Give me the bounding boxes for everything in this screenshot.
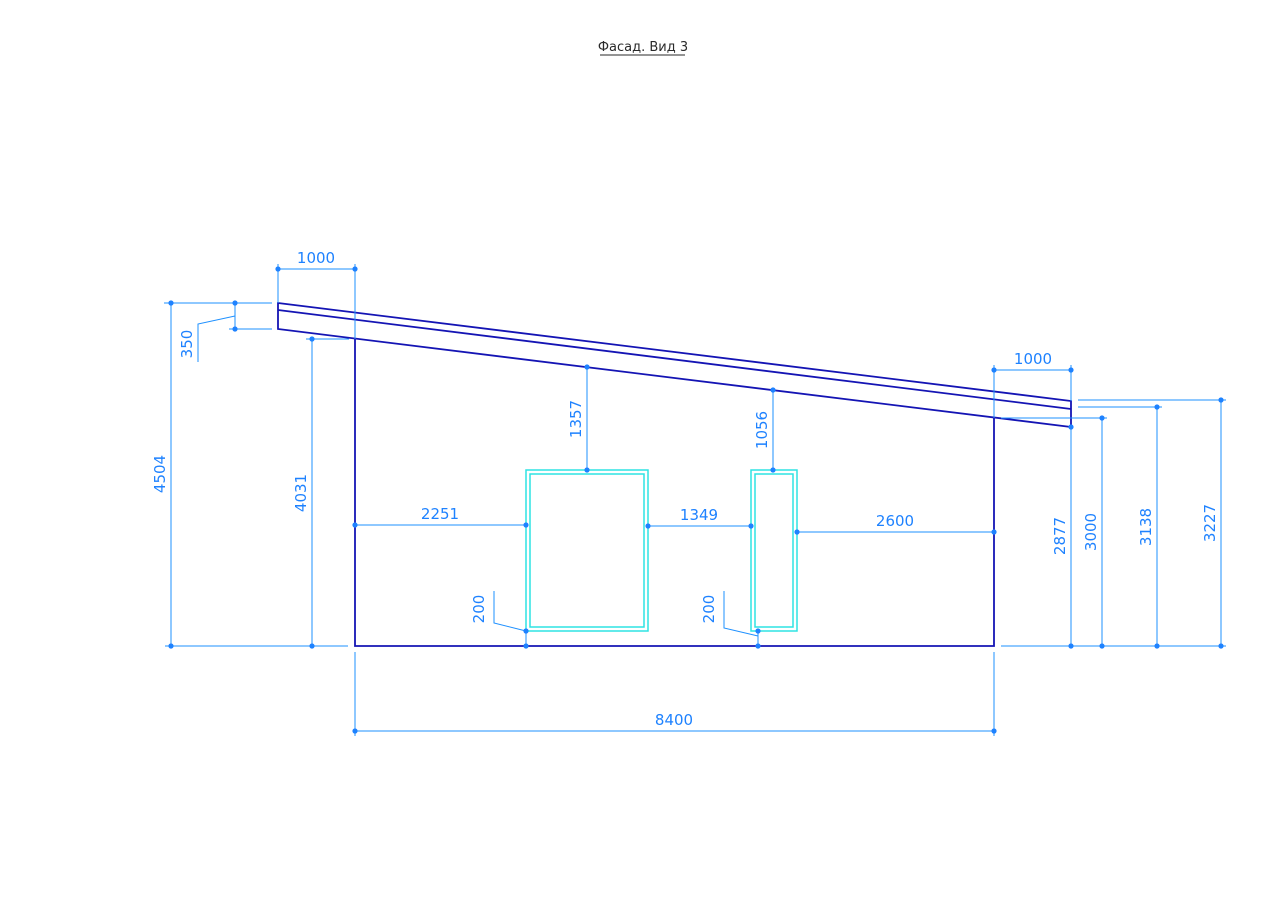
dim-window-2-to-wall-label: 2600 bbox=[876, 512, 914, 530]
dim-overhang-right-label: 1000 bbox=[1014, 350, 1052, 368]
dim-3000-label: 3000 bbox=[1082, 513, 1100, 551]
facade-wall bbox=[354, 339, 995, 647]
dim-dot bbox=[748, 523, 754, 529]
dim-sill-window-1-label: 200 bbox=[470, 595, 488, 624]
building-outline bbox=[277, 301, 1072, 647]
dim-between-windows-label: 1349 bbox=[680, 506, 718, 524]
dim-dot bbox=[232, 326, 238, 332]
dim-sill-window-1-leader-2 bbox=[493, 591, 527, 632]
dim-dot bbox=[584, 364, 590, 370]
dim-dot bbox=[1154, 404, 1160, 410]
dimension-labels: 1000 1000 8400 2251 1349 2600 4504 350 4… bbox=[151, 249, 1219, 729]
dim-dot bbox=[1218, 397, 1224, 403]
dim-above-window-1-label: 1357 bbox=[567, 400, 585, 438]
dim-wall-to-window-1-label: 2251 bbox=[421, 505, 459, 523]
window-1 bbox=[525, 469, 649, 632]
dim-wall-height-left-label: 4031 bbox=[292, 474, 310, 512]
dim-overhang-left-label: 1000 bbox=[297, 249, 335, 267]
window-2 bbox=[750, 469, 798, 632]
dim-3138-label: 3138 bbox=[1137, 508, 1155, 546]
dim-dot bbox=[991, 529, 997, 535]
dim-dot bbox=[168, 643, 174, 649]
dim-dot bbox=[645, 523, 651, 529]
roof-slab bbox=[277, 301, 1072, 429]
dim-dot bbox=[584, 467, 590, 473]
dim-dot bbox=[1068, 424, 1074, 430]
dim-3227-label: 3227 bbox=[1201, 504, 1219, 542]
dim-dot bbox=[523, 643, 529, 649]
dim-total-height-label: 4504 bbox=[151, 455, 169, 493]
window-1-outer-frame bbox=[525, 469, 649, 632]
window-2-inner-frame bbox=[754, 473, 794, 628]
title-text: Фасад. Вид 3 bbox=[598, 40, 688, 55]
dim-dot bbox=[168, 300, 174, 306]
dim-dot bbox=[770, 467, 776, 473]
dim-dot bbox=[352, 522, 358, 528]
dim-dot bbox=[352, 728, 358, 734]
dim-sill-window-2-label: 200 bbox=[700, 595, 718, 624]
dim-dot bbox=[991, 367, 997, 373]
dim-dot bbox=[794, 529, 800, 535]
dim-dot bbox=[755, 643, 761, 649]
dim-dot bbox=[1068, 367, 1074, 373]
roof-inner-line bbox=[277, 309, 1072, 410]
dim-dot bbox=[1099, 415, 1105, 421]
dim-dot bbox=[309, 336, 315, 342]
dim-dot bbox=[275, 266, 281, 272]
dim-sill-window-2-leader-2 bbox=[723, 591, 759, 637]
dim-total-width-label: 8400 bbox=[655, 711, 693, 729]
dim-dot bbox=[1068, 643, 1074, 649]
dim-roof-thickness-leader bbox=[197, 315, 236, 362]
dim-dot bbox=[991, 728, 997, 734]
dim-roof-thickness-label: 350 bbox=[178, 330, 196, 359]
dim-dot bbox=[1099, 643, 1105, 649]
dim-above-window-2-label: 1056 bbox=[753, 411, 771, 449]
dim-wall-height-right-label: 2877 bbox=[1051, 517, 1069, 555]
dim-dot bbox=[755, 628, 761, 634]
dim-dot bbox=[523, 522, 529, 528]
drawing-title: Фасад. Вид 3 bbox=[598, 40, 688, 56]
window-1-inner-frame bbox=[529, 473, 645, 628]
dimension-lines bbox=[164, 264, 1226, 736]
dim-dot bbox=[1218, 643, 1224, 649]
dim-dot bbox=[309, 643, 315, 649]
dim-dot bbox=[1154, 643, 1160, 649]
dim-dot bbox=[232, 300, 238, 306]
window-2-outer-frame bbox=[750, 469, 798, 632]
dimension-dots bbox=[168, 266, 1224, 734]
dim-dot bbox=[770, 387, 776, 393]
dim-dot bbox=[523, 628, 529, 634]
dim-dot bbox=[352, 266, 358, 272]
